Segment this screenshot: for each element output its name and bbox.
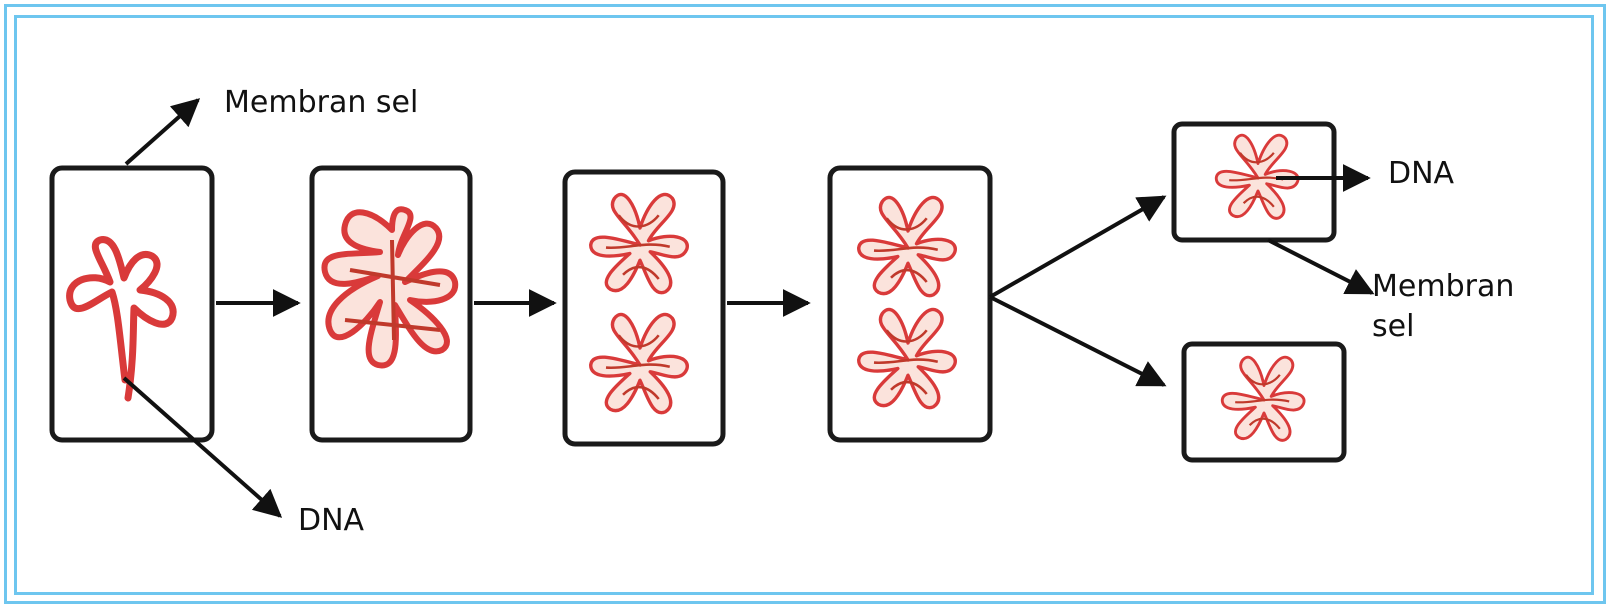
cell-2 bbox=[309, 165, 473, 443]
pointer-dna-bottom bbox=[122, 376, 283, 518]
daughter-cell-top bbox=[1171, 121, 1337, 243]
cell-4 bbox=[827, 165, 993, 443]
daughter-cell-bottom bbox=[1181, 341, 1347, 463]
diagram-outer-frame bbox=[4, 4, 1606, 604]
arrow-to-daughter-top bbox=[989, 195, 1167, 299]
label-membrane-top: Membran sel bbox=[224, 85, 418, 120]
pointer-membrane-right bbox=[1267, 238, 1375, 295]
label-dna-right: DNA bbox=[1388, 156, 1455, 191]
label-membrane-right-line2: sel bbox=[1372, 309, 1414, 344]
label-dna-bottom: DNA bbox=[298, 503, 365, 538]
label-membrane-right-line1: Membran bbox=[1372, 269, 1514, 304]
dna-loop-cell-1 bbox=[66, 236, 177, 402]
diagram-inner-frame bbox=[14, 15, 1594, 595]
cell-1 bbox=[49, 165, 215, 443]
arrow-to-daughter-bottom bbox=[989, 295, 1167, 387]
cell-3 bbox=[562, 169, 726, 447]
dna-replicating-cell-2 bbox=[321, 206, 459, 369]
pointer-membrane-top bbox=[124, 98, 201, 166]
